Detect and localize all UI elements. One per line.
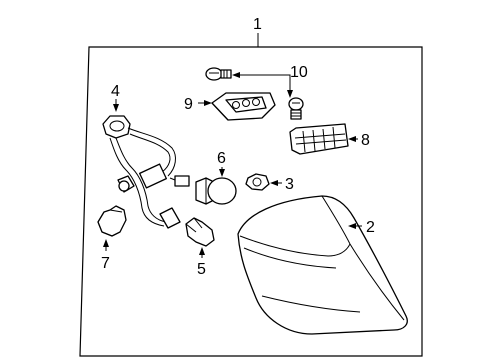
bulb-7 xyxy=(97,205,127,237)
callout-7: 7 xyxy=(101,255,110,272)
callout-2: 2 xyxy=(366,219,375,236)
screw-lower xyxy=(288,97,304,120)
callout-4: 4 xyxy=(111,83,120,100)
screw-upper xyxy=(205,67,232,81)
callout-1: 1 xyxy=(253,16,262,33)
bulb-6 xyxy=(195,177,237,205)
callout-5: 5 xyxy=(197,261,206,278)
gasket xyxy=(289,123,349,155)
reflector-bracket xyxy=(211,92,276,121)
callout-6: 6 xyxy=(217,150,226,167)
bulb-5 xyxy=(185,217,215,247)
callout-10-leader xyxy=(236,74,291,94)
callout-3: 3 xyxy=(285,176,294,193)
lens-housing xyxy=(237,195,408,335)
callout-9: 9 xyxy=(184,96,193,113)
callout-10: 10 xyxy=(290,64,308,81)
assembly-frame xyxy=(79,46,423,357)
callout-8: 8 xyxy=(361,132,370,149)
nut xyxy=(245,173,270,191)
socket-wire-harness xyxy=(102,115,190,229)
